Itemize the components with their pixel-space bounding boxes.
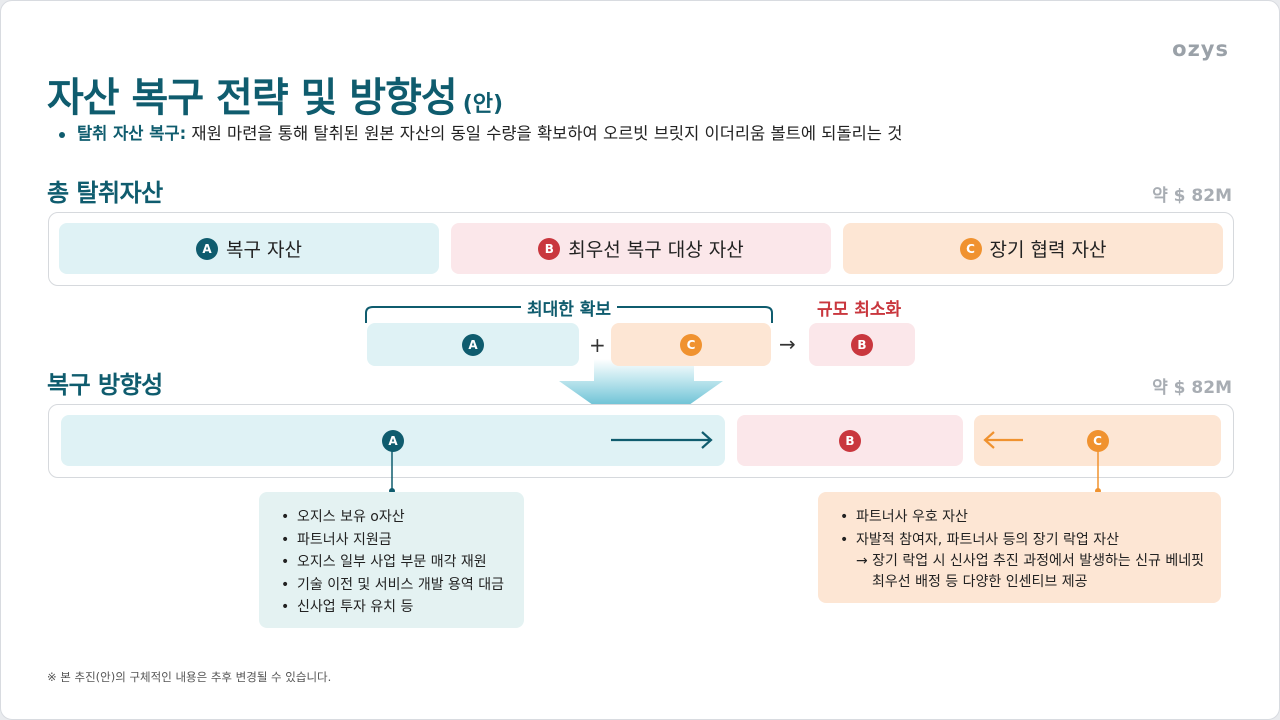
segment-c-label: 장기 협력 자산 — [989, 239, 1107, 261]
ozys-logo: ozys — [1172, 37, 1229, 61]
list-item: 신사업 투자 유치 등 — [281, 596, 524, 619]
direction-section-title: 복구 방향성 — [47, 371, 163, 399]
badge-c-icon: C — [959, 237, 982, 260]
list-item: 오지스 일부 사업 부문 매각 재원 — [281, 551, 524, 574]
card-c-sub-line: 최우선 배정 등 다양한 인센티브 제공 — [872, 574, 1088, 590]
card-a-list: 오지스 보유 o자산 파트너사 지원금 오지스 일부 사업 부문 매각 재원 기… — [281, 506, 524, 619]
list-item: 파트너사 지원금 — [281, 529, 524, 552]
list-item: 기술 이전 및 서비스 개발 용역 대금 — [281, 574, 524, 597]
card-c-sub-line: → 장기 락업 시 신사업 추진 과정에서 발생하는 신규 베네핏 — [856, 553, 1205, 569]
total-section-title: 총 탈취자산 — [47, 179, 163, 207]
segment-c-longterm-assets: C 장기 협력 자산 — [843, 223, 1223, 274]
badge-c-icon: C — [680, 333, 702, 356]
page-title-main: 자산 복구 전략 및 방향성 — [47, 75, 458, 121]
card-c-details: 파트너사 우호 자산 자발적 참여자, 파트너사 등의 장기 락업 자산 → 장… — [818, 492, 1221, 603]
page-title: 자산 복구 전략 및 방향성(안) — [47, 65, 503, 123]
plus-sign: + — [589, 333, 606, 357]
badge-a-icon: A — [196, 237, 219, 260]
badge-a-icon: A — [382, 429, 404, 452]
list-item: 파트너사 우호 자산 — [840, 506, 1221, 529]
direction-segment-b: B — [737, 415, 963, 466]
equation-box-c: C — [611, 323, 771, 366]
shrink-left-arrow-icon — [983, 431, 1023, 449]
segment-a-recovery-assets: A 복구 자산 — [59, 223, 439, 274]
equation-box-b: B — [809, 323, 915, 366]
connector-c-line — [1095, 451, 1101, 494]
direction-amount: 약 $ 82M — [1152, 378, 1232, 398]
right-arrow-icon: → — [779, 332, 796, 356]
card-a-details: 오지스 보유 o자산 파트너사 지원금 오지스 일부 사업 부문 매각 재원 기… — [259, 492, 524, 628]
list-item: 자발적 참여자, 파트너사 등의 장기 락업 자산 — [840, 529, 1221, 552]
card-c-list: 파트너사 우호 자산 자발적 참여자, 파트너사 등의 장기 락업 자산 — [840, 506, 1221, 551]
connector-a-line — [389, 451, 395, 494]
segment-b-label: 최우선 복구 대상 자산 — [568, 239, 744, 261]
badge-b-icon: B — [538, 237, 561, 260]
definition-keyword: 탈취 자산 복구: — [77, 124, 187, 143]
footnote: ※ 본 추진(안)의 구체적인 내용은 추후 변경될 수 있습니다. — [47, 670, 332, 684]
down-flow-arrow-icon — [559, 359, 723, 405]
badge-b-icon: B — [839, 429, 861, 452]
definition-bullet: 탈취 자산 복구: 재원 마련을 통해 탈취된 원본 자산의 동일 수량을 확보… — [59, 120, 902, 144]
maximize-label-wrap: 최대한 확보 — [363, 295, 775, 320]
badge-b-icon: B — [851, 333, 873, 356]
badge-c-icon: C — [1086, 429, 1109, 452]
page-title-suffix: (안) — [462, 92, 504, 117]
maximize-label: 최대한 확보 — [520, 300, 618, 320]
segment-b-priority-assets: B 최우선 복구 대상 자산 — [451, 223, 831, 274]
total-amount: 약 $ 82M — [1152, 186, 1232, 206]
segment-a-label: 복구 자산 — [226, 239, 302, 261]
list-item: 오지스 보유 o자산 — [281, 506, 524, 529]
minimize-label: 규모 최소화 — [817, 300, 902, 320]
badge-a-icon: A — [462, 333, 484, 356]
definition-text: 재원 마련을 통해 탈취된 원본 자산의 동일 수량을 확보하여 오르빗 브릿지… — [186, 124, 903, 143]
expand-right-arrow-icon — [611, 431, 713, 449]
equation-box-a: A — [367, 323, 579, 366]
bullet-dot-icon — [59, 131, 65, 138]
